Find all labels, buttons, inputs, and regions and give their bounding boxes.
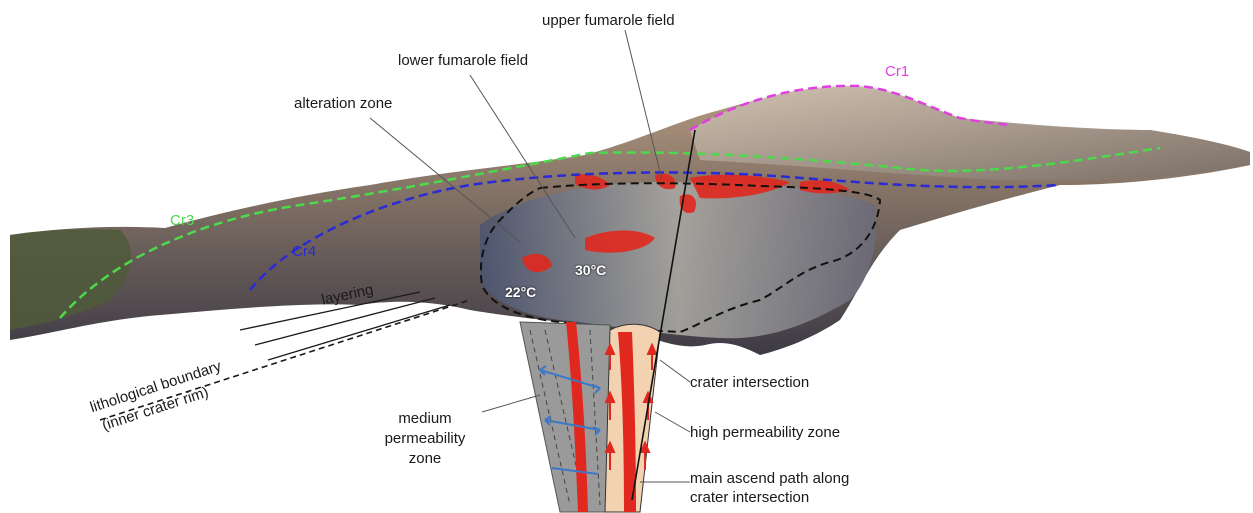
label-upper-fumarole-field: upper fumarole field <box>542 12 675 29</box>
label-main-ascend-path: main ascend path along <box>690 470 849 487</box>
label-lower-fumarole-field: lower fumarole field <box>398 52 528 69</box>
label-crater-intersection: crater intersection <box>690 374 809 391</box>
label-cr1: Cr1 <box>885 63 909 80</box>
label-medium-line2: permeability <box>380 430 470 447</box>
label-high-permeability-zone: high permeability zone <box>690 424 840 441</box>
temperature-30: 30°C <box>575 262 606 278</box>
label-alteration-zone: alteration zone <box>294 95 392 112</box>
label-crater-intersection-2: crater intersection <box>690 489 809 506</box>
label-cr3: Cr3 <box>170 212 194 229</box>
label-medium-line3: zone <box>380 450 470 467</box>
label-cr4: Cr4 <box>292 243 316 260</box>
label-medium-line1: medium <box>380 410 470 427</box>
temperature-22: 22°C <box>505 284 536 300</box>
